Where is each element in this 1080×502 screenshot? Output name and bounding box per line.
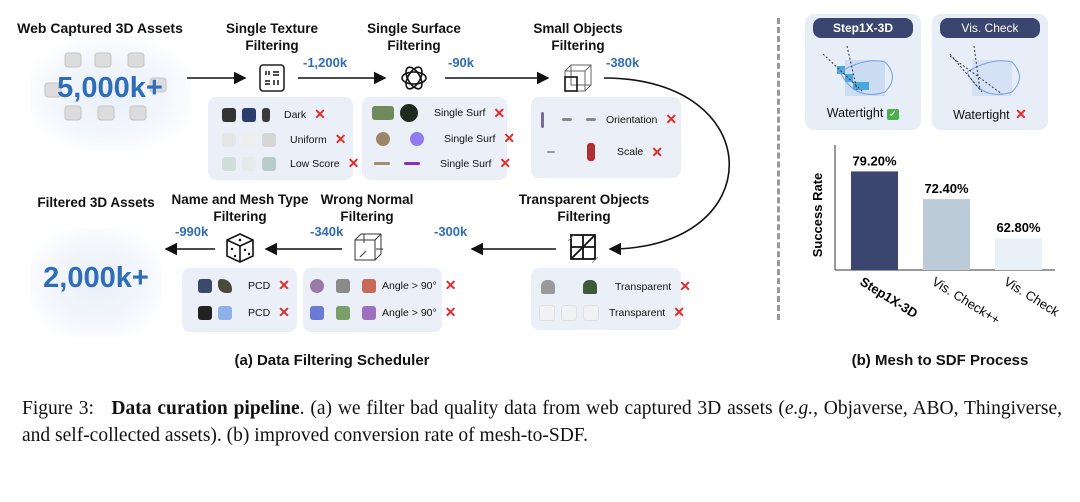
removed-count: -990k — [175, 224, 209, 239]
success-rate-chart: Success Rate 79.20% Step1X-3D 72.40% Vis. Ch… — [810, 145, 1062, 328]
x-tick-label: Vis. Check — [1001, 274, 1062, 320]
removed-count: -300k — [434, 224, 468, 239]
removed-count: -380k — [606, 55, 640, 70]
x-tick-label: Vis. Check++ — [929, 274, 1002, 328]
examples-panel-name-mesh: PCD✕ PCD✕ — [182, 268, 297, 332]
reject-icon: ✕ — [679, 278, 691, 294]
examples-panel-small: Orientation✕ Scale✕ — [531, 97, 681, 178]
removed-count: -1,200k — [303, 55, 348, 70]
removed-count: -340k — [310, 224, 344, 239]
reject-icon: ✕ — [673, 304, 685, 320]
card-step1x-3d: Step1X-3D Watertight ✓ — [805, 14, 921, 130]
y-axis-label: Success Rate — [810, 173, 825, 258]
card-label: Vis. Check — [940, 18, 1040, 38]
reject-icon: ✕ — [278, 304, 290, 320]
bar-value-label: 79.20% — [852, 153, 897, 168]
bar-value-label: 62.80% — [996, 220, 1041, 235]
teapot-voxel-icon — [822, 45, 893, 96]
figure-caption: Figure 3: Data curation pipeline. (a) we… — [22, 398, 1062, 446]
status-text: Watertight ✕ — [953, 106, 1027, 122]
reject-icon: ✕ — [334, 131, 347, 147]
3d-asset-icons — [44, 52, 167, 121]
status-text: Watertight ✓ — [826, 106, 900, 120]
result-count: 2,000k+ — [43, 262, 149, 294]
reject-icon: ✕ — [444, 304, 457, 320]
result-glow — [30, 228, 162, 338]
reject-icon: ✕ — [278, 277, 290, 293]
card-label: Step1X-3D — [813, 18, 913, 38]
bar — [923, 199, 970, 270]
reject-icon: ✕ — [651, 143, 663, 160]
reject-icon: ✕ — [444, 277, 457, 293]
x-tick-label: Step1X-3D — [857, 274, 920, 321]
examples-panel-transparent: Transparent✕ Transparent✕ — [531, 268, 691, 330]
check-icon: ✓ — [886, 109, 900, 120]
subtitle-a: (a) Data Filtering Scheduler — [234, 352, 430, 369]
reject-icon: ✕ — [1015, 106, 1027, 122]
normal-cube-icon — [354, 233, 383, 261]
reject-icon: ✕ — [314, 106, 326, 122]
dice-icon — [226, 233, 254, 263]
bar — [995, 238, 1042, 270]
pipeline-arrows — [164, 71, 730, 256]
section-divider — [777, 18, 780, 320]
reject-icon: ✕ — [493, 104, 506, 121]
reject-icon: ✕ — [665, 111, 678, 127]
bar-value-label: 72.40% — [924, 181, 969, 196]
reject-icon: ✕ — [499, 155, 512, 171]
examples-panel-texture: Dark✕ Uniform✕ Low Score✕ — [208, 97, 359, 180]
hatched-cube-icon — [568, 234, 598, 263]
source-title: Web Captured 3D Assets — [17, 20, 183, 36]
texture-grid-icon — [259, 64, 285, 92]
knot-icon — [401, 66, 427, 90]
examples-panel-normal: Angle > 90°✕ Angle > 90°✕ — [303, 268, 456, 332]
teapot-voxel-icon — [949, 45, 1020, 96]
reject-icon: ✕ — [503, 130, 516, 146]
nested-cube-icon — [564, 64, 592, 92]
bar — [851, 171, 898, 270]
examples-panel-surface: Single Surf✕ Single Surf✕ Single Surf✕ — [362, 97, 515, 180]
result-title: Filtered 3D Assets — [37, 195, 155, 210]
subtitle-b: (b) Mesh to SDF Process — [851, 352, 1029, 369]
card-vis-check: Vis. Check Watertight ✕ — [932, 14, 1048, 130]
source-count: 5,000k+ — [57, 72, 163, 104]
reject-icon: ✕ — [347, 155, 360, 171]
removed-count: -90k — [448, 55, 475, 70]
